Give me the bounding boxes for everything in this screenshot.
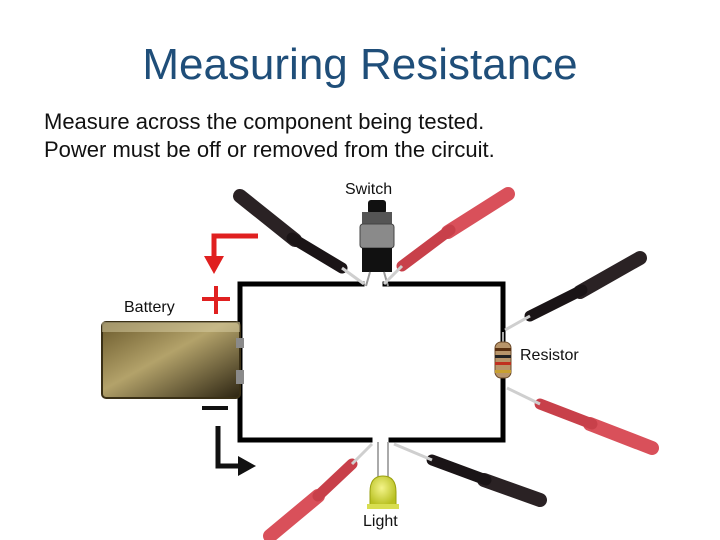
red-probe-light (263, 442, 374, 540)
slide-title: Measuring Resistance (142, 40, 578, 89)
battery (101, 321, 244, 399)
black-probe-resistor (504, 251, 647, 332)
resistor-component (494, 332, 512, 379)
black-probe-light (393, 442, 547, 507)
circuit-wires (237, 281, 506, 443)
light-component (367, 442, 399, 509)
red-probe-switch (382, 187, 515, 286)
bullet-1: Measure across the component being teste… (44, 109, 485, 134)
positive-arrow (204, 233, 258, 274)
black-probe-switch (233, 189, 365, 286)
bullet-list: Measure across the component being teste… (44, 108, 495, 164)
red-probe-resistor (506, 386, 659, 455)
bullet-2: Power must be off or removed from the ci… (44, 137, 495, 162)
switch-label: Switch (345, 181, 393, 198)
plus-icon (202, 286, 230, 314)
resistor-label: Resistor (520, 347, 579, 364)
switch-component (359, 200, 395, 287)
negative-arrow (215, 426, 256, 476)
light-label: Light (363, 513, 398, 530)
battery-label: Battery (124, 299, 175, 316)
